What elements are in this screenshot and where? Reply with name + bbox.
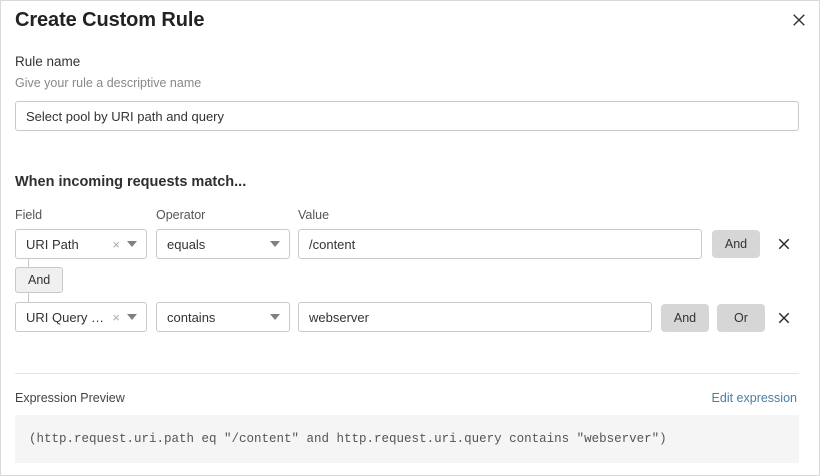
dialog-title: Create Custom Rule [15, 9, 205, 31]
group-connector-and-badge[interactable]: And [15, 267, 64, 293]
rule-name-label: Rule name [15, 54, 81, 69]
chevron-down-icon [270, 314, 280, 320]
column-header-operator: Operator [156, 208, 206, 222]
column-header-field: Field [15, 208, 43, 222]
connector-line-bottom [28, 293, 29, 303]
operator-select-row-2-label: contains [167, 309, 216, 325]
rule-name-input[interactable] [15, 101, 799, 131]
expression-code: (http.request.uri.path eq "/content" and… [29, 432, 667, 446]
value-input-row-2[interactable] [298, 302, 652, 332]
operator-select-row-2[interactable]: contains [156, 302, 290, 332]
edit-expression-link[interactable]: Edit expression [711, 391, 797, 405]
expression-preview-label: Expression Preview [15, 391, 125, 405]
connector-line-top [28, 259, 29, 269]
close-icon[interactable] [787, 8, 811, 32]
field-select-row-2-label: URI Query St... [26, 309, 111, 325]
rule-name-help: Give your rule a descriptive name [15, 76, 202, 90]
delete-row-1-icon[interactable] [774, 234, 794, 254]
delete-row-2-icon[interactable] [774, 308, 794, 328]
field-select-row-2[interactable]: URI Query St... × [15, 302, 147, 332]
field-select-row-1[interactable]: URI Path × [15, 229, 147, 259]
expression-preview-box: (http.request.uri.path eq "/content" and… [15, 415, 799, 463]
section-divider [15, 373, 799, 374]
conditions-heading: When incoming requests match... [15, 174, 247, 190]
field-select-row-1-clear-icon[interactable]: × [112, 236, 120, 252]
column-header-value: Value [298, 208, 330, 222]
chevron-down-icon [270, 241, 280, 247]
chevron-down-icon [127, 314, 137, 320]
field-select-row-1-label: URI Path [26, 236, 79, 252]
field-select-row-2-clear-icon[interactable]: × [112, 309, 120, 325]
value-input-row-1[interactable] [298, 229, 702, 259]
operator-select-row-1[interactable]: equals [156, 229, 290, 259]
chevron-down-icon [127, 241, 137, 247]
and-button-row-1[interactable]: And [712, 230, 760, 258]
operator-select-row-1-label: equals [167, 236, 206, 252]
or-button-row-2[interactable]: Or [717, 304, 765, 332]
and-button-row-2[interactable]: And [661, 304, 709, 332]
